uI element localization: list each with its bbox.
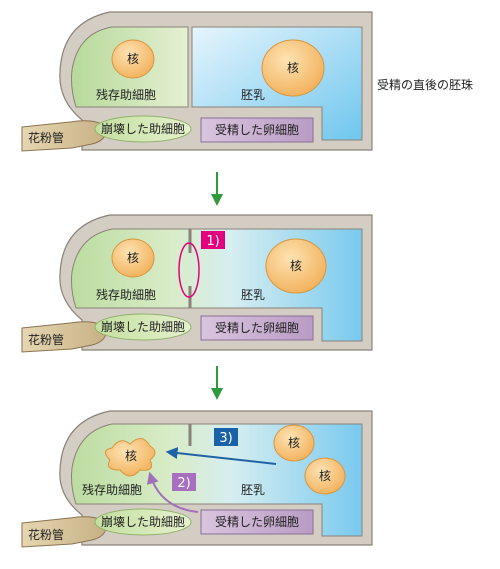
- migration-arrow-2: [146, 471, 199, 513]
- fertilized-egg: [200, 509, 314, 535]
- collapsed-synergid: [94, 508, 192, 536]
- collapsed-synergid-label: 崩壊した助細胞: [101, 320, 185, 334]
- nucleus-endosperm-2: [304, 457, 346, 495]
- nucleus-synergid: [111, 238, 155, 278]
- stage-2: 1) 核 核 残存助細胞 胚乳 花粉管 崩壊した助細胞 受精した卵細胞: [21, 214, 373, 353]
- nucleus-label: 核: [125, 449, 137, 463]
- fertilized-egg-label: 受精した卵細胞: [215, 515, 299, 529]
- collapsed-synergid: [94, 115, 192, 143]
- nucleus-label: 核: [288, 436, 300, 450]
- nucleus-label: 核: [287, 61, 299, 75]
- stage-1: 核 核 残存助細胞 胚乳 花粉管 崩壊した助細胞 受精した卵細胞 受精の直後の胚…: [21, 11, 473, 152]
- fertilized-egg-label: 受精した卵細胞: [215, 123, 299, 137]
- endosperm-label: 胚乳: [241, 288, 265, 302]
- step-3-label: 3): [219, 431, 232, 446]
- collapsed-synergid: [94, 313, 192, 341]
- nucleus-synergid: [111, 39, 155, 79]
- persistent-synergid-label: 残存助細胞: [82, 483, 142, 497]
- nucleus-label: 核: [127, 251, 139, 265]
- nucleus-label: 核: [127, 52, 139, 66]
- step-1-marker: [201, 231, 225, 249]
- stage-3: 核 核 核 3) 2) 残存助細胞 胚乳 花粉管 崩壊した助細胞 受精した卵細胞: [21, 410, 373, 548]
- nucleus-endosperm-1: [273, 424, 315, 462]
- step-2-marker: [172, 473, 196, 491]
- deformed-nucleus: [105, 438, 156, 477]
- nucleus-label: 核: [319, 469, 331, 483]
- step-1-label: 1): [206, 234, 219, 249]
- nucleus-label: 核: [290, 259, 302, 273]
- step-2-label: 2): [177, 476, 190, 491]
- caption: 受精の直後の胚珠: [377, 78, 473, 92]
- fertilized-egg: [200, 315, 314, 341]
- migration-arrow-3: [165, 447, 277, 465]
- endosperm-label: 胚乳: [241, 483, 265, 497]
- pollen-tube-label: 花粉管: [28, 130, 64, 145]
- nucleus-endosperm: [261, 39, 325, 97]
- persistent-synergid-label: 残存助細胞: [96, 288, 156, 302]
- persistent-synergid-label: 残存助細胞: [96, 88, 156, 102]
- pollen-tube-label: 花粉管: [28, 332, 64, 347]
- fertilized-egg-label: 受精した卵細胞: [215, 321, 299, 335]
- pollen-tube-label: 花粉管: [28, 527, 64, 542]
- collapsed-synergid-label: 崩壊した助細胞: [101, 515, 185, 529]
- endosperm-label: 胚乳: [241, 88, 265, 102]
- fertilized-egg: [200, 117, 314, 143]
- nucleus-endosperm: [265, 238, 327, 294]
- collapsed-synergid-label: 崩壊した助細胞: [101, 122, 185, 136]
- fusion-highlight: [178, 242, 200, 298]
- step-3-marker: [214, 428, 238, 446]
